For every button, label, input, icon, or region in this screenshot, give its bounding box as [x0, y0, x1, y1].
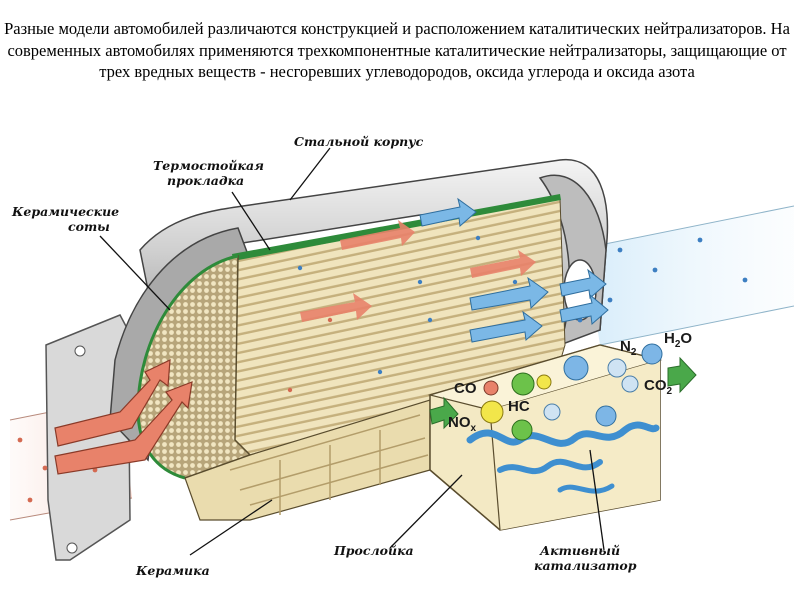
outflow-arrows	[419, 197, 609, 343]
molecule-nox-base: NO	[448, 414, 471, 431]
green-in-arrow	[429, 396, 459, 430]
molecule-n2-sub: 2	[630, 347, 637, 358]
leader-lines	[99, 147, 605, 556]
label-catalyst: Активный катализатор	[534, 543, 637, 573]
molecule-h2o-h: H	[664, 330, 675, 347]
molecule-n2: N2	[620, 338, 636, 358]
green-out-arrow	[667, 356, 697, 394]
molecule-co2: CO2	[644, 377, 672, 397]
molecule-h2o: H2O	[664, 330, 692, 350]
molecule-co2-sub: 2	[666, 386, 673, 397]
molecule-co: CO	[454, 380, 477, 397]
gasket-strip	[232, 194, 561, 261]
label-catalyst-line1: Активный	[540, 543, 621, 558]
label-layer: Прослойка	[334, 543, 414, 558]
gas-particles	[17, 235, 748, 503]
molecule-hc: HC	[508, 398, 530, 415]
label-steel-body: Стальной корпус	[294, 134, 424, 149]
label-honeycomb-line2: соты	[68, 219, 110, 234]
inflow-arrows	[54, 220, 536, 475]
molecule-h2o-sub: 2	[674, 339, 681, 350]
molecule-h2o-o: O	[680, 330, 693, 347]
molecule-co2-base: CO	[644, 377, 667, 394]
label-catalyst-line2: катализатор	[534, 558, 637, 573]
label-honeycomb-line1: Керамические	[12, 204, 120, 219]
catalytic-converter-diagram	[9, 147, 794, 561]
molecule-nox-sub: x	[470, 423, 477, 434]
molecule-n2-base: N	[620, 338, 631, 355]
label-gasket-line1: Термостойкая	[153, 158, 264, 173]
label-honeycomb: Керамические соты	[12, 204, 119, 234]
outlet-pipe	[584, 205, 794, 346]
catalyst-zoom-block	[427, 343, 663, 531]
molecule-nox: NOx	[448, 414, 476, 434]
label-ceramic: Керамика	[136, 563, 210, 578]
intro-text: Разные модели автомобилей различаются ко…	[4, 19, 790, 81]
label-gasket-line2: прокладка	[167, 173, 245, 188]
label-gasket: Термостойкая прокладка	[153, 158, 264, 188]
